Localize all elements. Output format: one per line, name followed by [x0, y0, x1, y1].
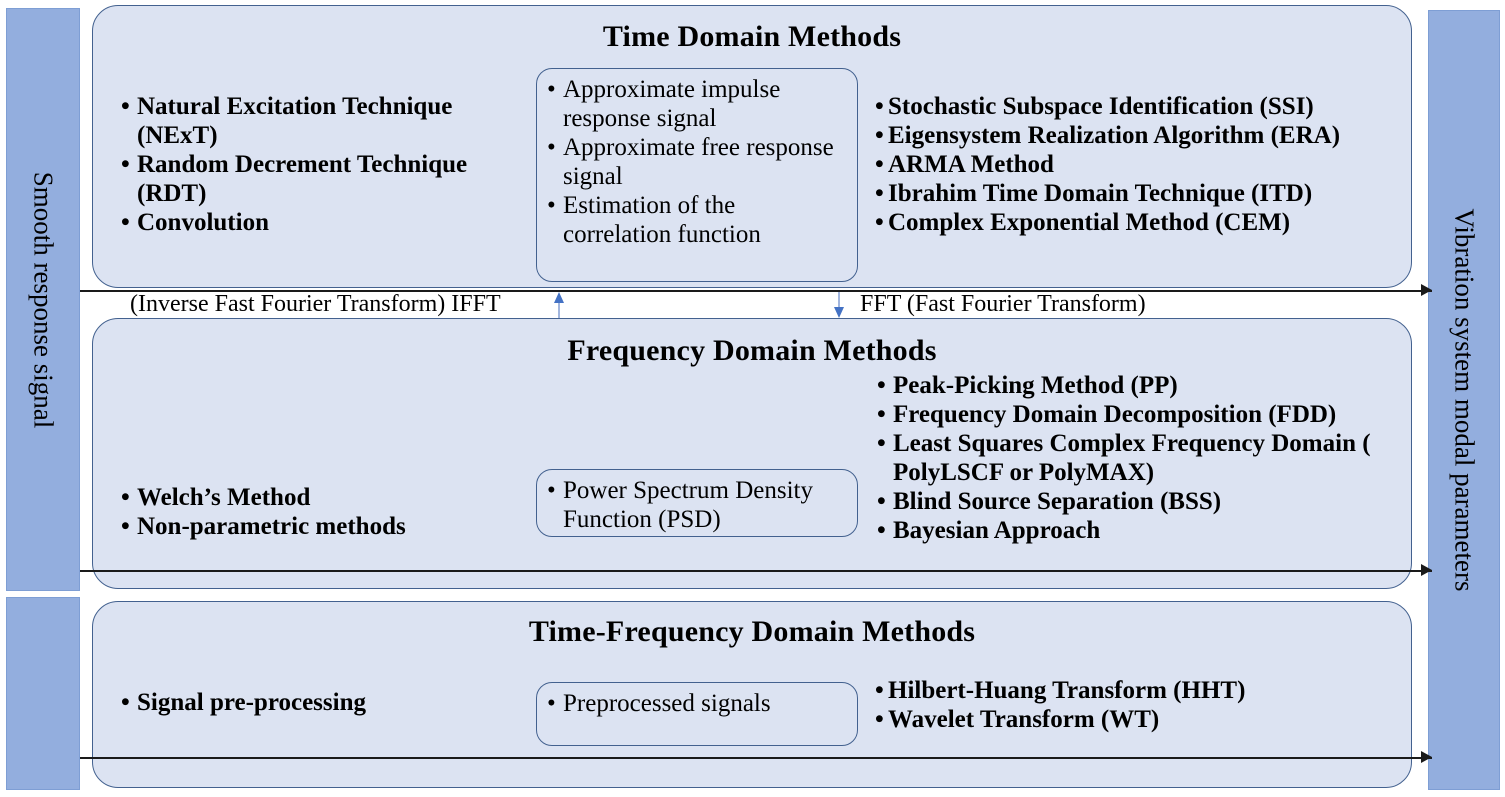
right-output-bar: Vibration system modal parameters	[1428, 10, 1500, 790]
left-input-bar-lower	[6, 597, 80, 790]
arrow-up-icon	[554, 292, 564, 318]
panel-time-domain-title: Time Domain Methods	[602, 20, 902, 53]
list-item: Wavelet Transform (WT)	[875, 705, 1405, 734]
list-item: Estimation of the correlation function	[545, 191, 847, 249]
frequency-domain-right-list: Peak-Picking Method (PP) Frequency Domai…	[875, 371, 1405, 545]
flow-arrow-head-1	[1421, 284, 1432, 296]
frequency-domain-left-list: Welch’s Method Non-parametric methods	[119, 483, 519, 541]
list-item: Blind Source Separation (BSS)	[875, 487, 1405, 516]
time-frequency-left-list: Signal pre-processing	[119, 688, 519, 717]
list-item: Bayesian Approach	[875, 516, 1405, 545]
list-item: Complex Exponential Method (CEM)	[875, 208, 1405, 237]
list-item: Approximate free response signal	[545, 133, 847, 191]
list-item: ARMA Method	[875, 150, 1405, 179]
time-frequency-intermediate-list: Preprocessed signals	[545, 689, 847, 718]
frequency-domain-intermediate-box: Power Spectrum Density Function (PSD)	[536, 469, 858, 537]
left-input-bar-label: Smooth response signal	[28, 171, 59, 428]
panel-time-frequency-domain-title: Time-Frequency Domain Methods	[528, 615, 976, 648]
panel-time-domain: Time Domain Methods Natural Excitation T…	[92, 5, 1412, 288]
list-item: Ibrahim Time Domain Technique (ITD)	[875, 179, 1405, 208]
arrow-down-icon	[834, 292, 844, 318]
flow-arrow-line-3	[80, 757, 1432, 759]
flow-arrow-line-1	[80, 290, 1432, 292]
list-item: Convolution	[119, 208, 519, 237]
time-domain-intermediate-box: Approximate impulse response signal Appr…	[536, 68, 858, 282]
list-item: Natural Excitation Technique (NExT)	[119, 92, 519, 150]
right-output-bar-label: Vibration system modal parameters	[1449, 208, 1480, 592]
time-domain-right-list: Stochastic Subspace Identification (SSI)…	[875, 92, 1405, 237]
list-item: Signal pre-processing	[119, 688, 519, 717]
frequency-domain-intermediate-list: Power Spectrum Density Function (PSD)	[545, 476, 847, 534]
panel-frequency-domain-title: Frequency Domain Methods	[567, 334, 937, 367]
flow-arrow-head-3	[1421, 751, 1432, 763]
list-item: Approximate impulse response signal	[545, 75, 847, 133]
list-item: Stochastic Subspace Identification (SSI)	[875, 92, 1405, 121]
time-domain-intermediate-list: Approximate impulse response signal Appr…	[545, 75, 847, 249]
list-item: Hilbert-Huang Transform (HHT)	[875, 676, 1405, 705]
time-frequency-right-list: Hilbert-Huang Transform (HHT) Wavelet Tr…	[875, 676, 1405, 734]
list-item: Random Decrement Technique (RDT)	[119, 150, 519, 208]
list-item: Eigensystem Realization Algorithm (ERA)	[875, 121, 1405, 150]
list-item: Welch’s Method	[119, 483, 519, 512]
list-item: Frequency Domain Decomposition (FDD)	[875, 400, 1405, 429]
flow-arrow-line-2	[80, 570, 1432, 572]
time-domain-left-list: Natural Excitation Technique (NExT) Rand…	[119, 92, 519, 237]
fft-label: FFT (Fast Fourier Transform)	[860, 291, 1146, 317]
list-item: Least Squares Complex Frequency Domain (…	[875, 429, 1405, 487]
ifft-label: (Inverse Fast Fourier Transform) IFFT	[130, 291, 501, 317]
list-item: Non-parametric methods	[119, 512, 519, 541]
panel-frequency-domain: Frequency Domain Methods Welch’s Method …	[92, 318, 1412, 589]
left-input-bar-upper: Smooth response signal	[6, 8, 80, 591]
list-item: Peak-Picking Method (PP)	[875, 371, 1405, 400]
flow-arrow-head-2	[1421, 564, 1432, 576]
list-item: Preprocessed signals	[545, 689, 847, 718]
time-frequency-intermediate-box: Preprocessed signals	[536, 682, 858, 746]
panel-time-frequency-domain: Time-Frequency Domain Methods Signal pre…	[92, 601, 1412, 788]
list-item: Power Spectrum Density Function (PSD)	[545, 476, 847, 534]
